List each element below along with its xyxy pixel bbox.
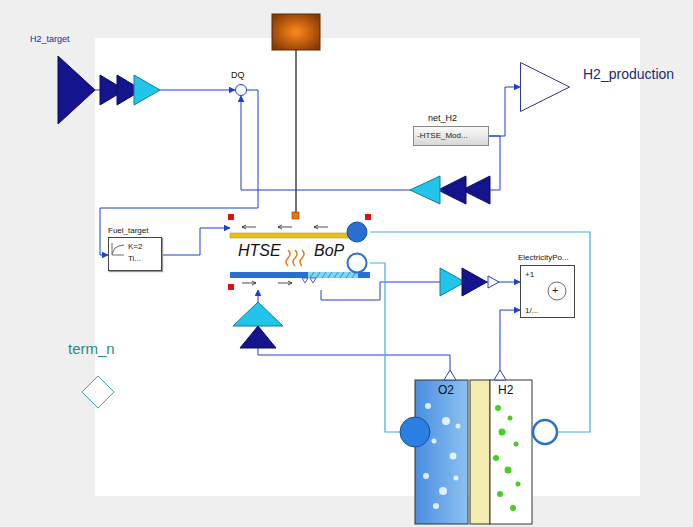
block-node: net_H2 -HTSE_Mod...	[410, 113, 492, 149]
block-node: H2_production	[515, 62, 685, 114]
terminal-diamond-art	[82, 376, 114, 408]
sum-sign: +	[552, 284, 558, 297]
gain-text: +1	[525, 270, 534, 279]
gain-triangle	[233, 302, 283, 326]
block-node: term_n	[68, 340, 138, 418]
fluid-connector	[367, 263, 400, 432]
block-label: net_H2	[428, 113, 457, 123]
block-node: ElectricityPo... +1 +1/...	[510, 253, 590, 319]
step-icon-art	[111, 242, 125, 256]
feedback-circle-art	[235, 84, 247, 96]
block-title: BoP	[314, 242, 344, 260]
anchor-area	[400, 417, 430, 447]
signal-connector	[258, 290, 450, 380]
cell-side-label: O2	[438, 384, 454, 398]
gain-text: 1/...	[525, 306, 538, 315]
anchor-area	[532, 419, 558, 445]
block-title: HTSE	[238, 242, 281, 260]
step-icon	[111, 242, 125, 256]
parameter-text: Ti...	[128, 254, 141, 263]
electrolyser-cell	[398, 366, 560, 524]
block-label: DQ	[231, 70, 245, 80]
gain-triangle	[488, 276, 499, 288]
gain-triangle	[438, 176, 466, 204]
signal-connector	[500, 310, 520, 380]
block-node: DQ	[226, 70, 256, 98]
parameter-text: K=2	[128, 242, 142, 251]
terminal-label: term_n	[68, 340, 115, 357]
terminal-diamond	[82, 376, 114, 408]
heat-wire	[295, 50, 297, 213]
expression-box: -HTSE_Mod...	[413, 126, 489, 146]
electrolyser-cell-art	[398, 366, 560, 524]
output-connector	[520, 62, 570, 112]
gain-triangle	[440, 268, 465, 296]
signal-connector	[162, 228, 230, 255]
input-connector-art	[58, 56, 95, 124]
sum-box: +1 +1/...	[520, 265, 575, 318]
block-node: H2_target	[30, 34, 100, 126]
block-node: O2 H2	[398, 366, 560, 524]
model-area	[95, 38, 640, 496]
heat-source	[272, 14, 320, 50]
gain-triangle	[134, 75, 160, 105]
input-label: H2_target	[30, 34, 70, 44]
output-connector-art	[520, 62, 570, 112]
signal-connector	[489, 87, 520, 136]
feedback-circle	[235, 84, 247, 96]
gain-triangle	[462, 268, 487, 296]
block-node: Fuel_targetK=2Ti...	[104, 226, 166, 273]
block-node: HTSE BoP	[228, 212, 376, 294]
anchor-area	[347, 253, 367, 273]
controller-box: K=2Ti...	[108, 237, 162, 271]
expression-text: -HTSE_Mod...	[417, 131, 468, 140]
anchor-area	[415, 380, 532, 524]
input-connector	[58, 56, 95, 124]
block-label: ElectricityPo...	[518, 253, 569, 262]
signal-connector	[241, 96, 500, 190]
cell-side-label: H2	[498, 384, 513, 398]
gain-triangle	[240, 326, 276, 348]
anchor-area	[347, 222, 367, 242]
block-label: Fuel_target	[108, 226, 148, 235]
gain-triangle	[410, 176, 440, 204]
output-label: H2_production	[583, 66, 674, 82]
